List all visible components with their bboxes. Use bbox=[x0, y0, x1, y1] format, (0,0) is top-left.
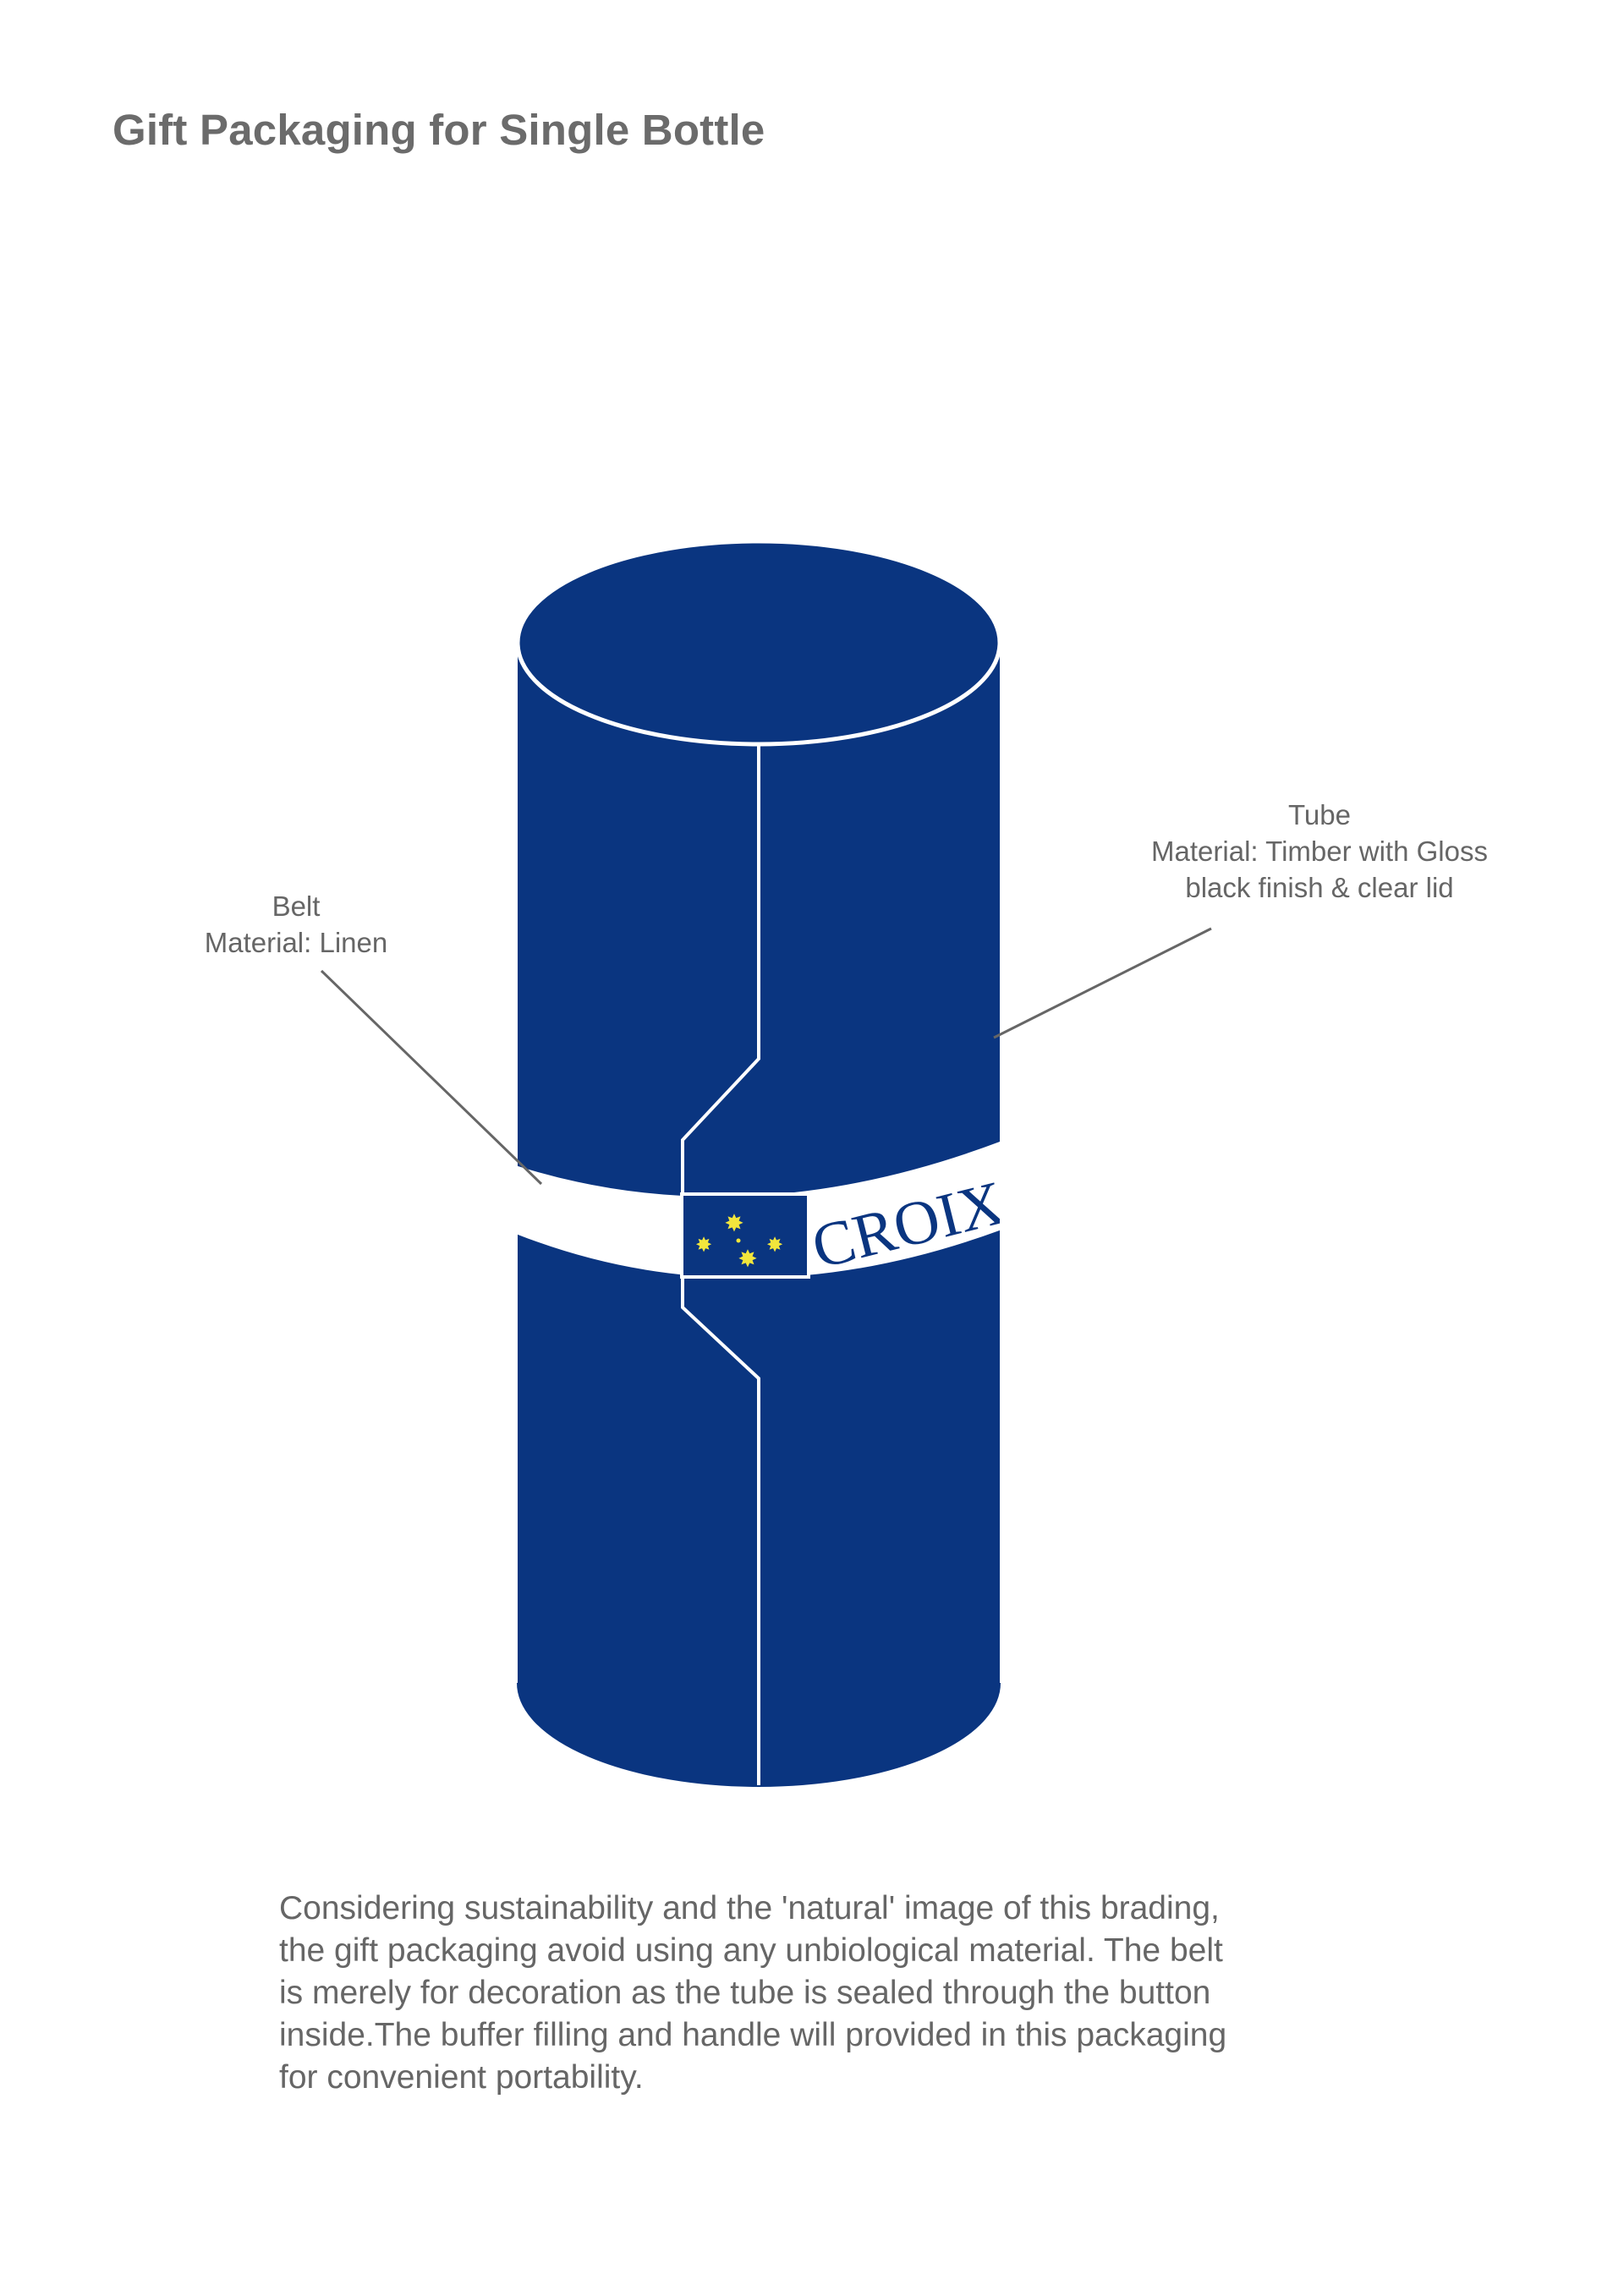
svg-text:✸: ✸ bbox=[766, 1233, 783, 1257]
page-title: Gift Packaging for Single Bottle bbox=[112, 106, 765, 154]
tube-callout-material-line2: black finish & clear lid bbox=[1185, 872, 1454, 903]
belt-callout-material: Material: Linen bbox=[204, 927, 388, 958]
belt-callout-name: Belt bbox=[272, 890, 321, 922]
tube-seam-line bbox=[681, 743, 760, 1194]
tube-bottom-edge bbox=[517, 1682, 1001, 1787]
svg-text:✸: ✸ bbox=[695, 1233, 712, 1257]
description-paragraph: Considering sustainability and the 'natu… bbox=[279, 1888, 1379, 2099]
description-line: for convenient portability. bbox=[279, 2059, 644, 2096]
tube-callout-name: Tube bbox=[1288, 799, 1351, 830]
svg-text:✸: ✸ bbox=[724, 1209, 743, 1237]
tube-seam-line-lower bbox=[681, 1277, 760, 1786]
southern-cross-flag-icon: ✸ ✸ ✸ ✸ bbox=[680, 1192, 810, 1279]
description-line: the gift packaging avoid using any unbio… bbox=[279, 1932, 1223, 1969]
svg-text:✸: ✸ bbox=[738, 1245, 757, 1273]
tube-leader-line bbox=[993, 927, 1212, 1039]
tube-lid bbox=[515, 539, 1002, 747]
description-line: is merely for decoration as the tube is … bbox=[279, 1975, 1211, 2011]
belt-leader-line bbox=[320, 969, 543, 1186]
tube-callout: Tube Material: Timber with Gloss black f… bbox=[1091, 797, 1548, 906]
tube-callout-material-line1: Material: Timber with Gloss bbox=[1151, 836, 1488, 867]
description-line: inside.The buffer filling and handle wil… bbox=[279, 2017, 1227, 2053]
description-line: Considering sustainability and the 'natu… bbox=[279, 1890, 1220, 1926]
belt-callout: Belt Material: Linen bbox=[169, 888, 423, 961]
